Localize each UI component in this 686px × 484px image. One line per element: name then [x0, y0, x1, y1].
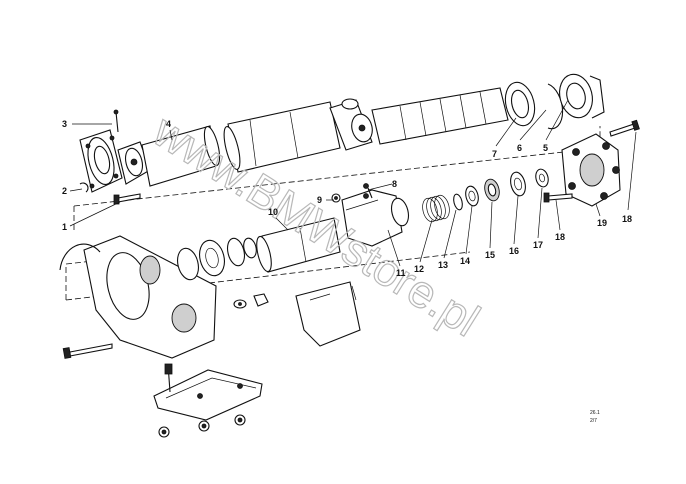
center-bearing-part-7	[504, 81, 536, 127]
callout-14: 14	[460, 256, 470, 266]
mount-nuts	[158, 414, 246, 438]
upper-assembly-frame	[73, 126, 601, 232]
bearing-part-5	[559, 73, 605, 119]
bracket-washer	[233, 299, 247, 309]
callout-10: 10	[268, 207, 278, 217]
main-shaft-tube	[223, 101, 341, 173]
callout-7: 7	[492, 149, 497, 159]
screw-part-3	[113, 109, 119, 133]
callout-19: 19	[597, 218, 607, 228]
bracket-long-bolt	[62, 343, 113, 359]
ring-part-16	[510, 171, 526, 197]
center-bearing-support-bracket	[59, 235, 217, 359]
callout-18-lower: 18	[555, 232, 565, 242]
drawing-code-line-1: 26.1	[590, 410, 600, 416]
callout-13: 13	[438, 260, 448, 270]
callout-6: 6	[517, 143, 522, 153]
callout-15: 15	[485, 250, 495, 260]
callout-16: 16	[509, 246, 519, 256]
spring-part-12	[422, 194, 450, 223]
mount-stud-bolt	[164, 363, 173, 393]
callout-2: 2	[62, 186, 67, 196]
callout-3: 3	[62, 119, 67, 129]
callout-11: 11	[396, 268, 406, 278]
lower-mounting-bracket	[153, 369, 263, 421]
intermediate-shaft-part-10	[256, 217, 341, 273]
callout-18-upper: 18	[622, 214, 632, 224]
front-universal-joint	[117, 141, 151, 185]
bracket-nut	[253, 293, 269, 307]
callout-5: 5	[543, 143, 548, 153]
snap-ring-part-6	[547, 83, 564, 130]
callout-8: 8	[392, 179, 397, 189]
callout-17: 17	[533, 240, 543, 250]
heat-shield-plate	[295, 281, 361, 347]
leader-lines	[69, 99, 637, 267]
front-flange	[79, 129, 123, 193]
clamp-sleeve-part-11	[341, 189, 410, 247]
bolt-part-1	[113, 193, 141, 205]
callout-9: 9	[317, 195, 322, 205]
ring-part-14	[465, 185, 479, 207]
callout-4: 4	[166, 119, 171, 129]
callout-1: 1	[62, 222, 67, 232]
callout-12: 12	[414, 264, 424, 274]
splined-rear-shaft	[371, 87, 509, 145]
lock-washer-part-2	[79, 182, 89, 193]
nut-part-9	[331, 193, 341, 203]
center-universal-joint	[329, 98, 373, 151]
washer-part-17	[535, 168, 549, 188]
bearing-part-15	[484, 178, 500, 202]
front-shaft-tube	[141, 125, 221, 187]
bearing-mount-rings	[177, 237, 257, 281]
bolt-part-18-lower	[543, 192, 573, 203]
bolt-part-18-upper	[609, 119, 640, 137]
flexible-coupling-part-19	[561, 133, 621, 207]
drawing-code-line-2: 2/7	[590, 418, 597, 424]
ring-part-13	[453, 193, 463, 211]
